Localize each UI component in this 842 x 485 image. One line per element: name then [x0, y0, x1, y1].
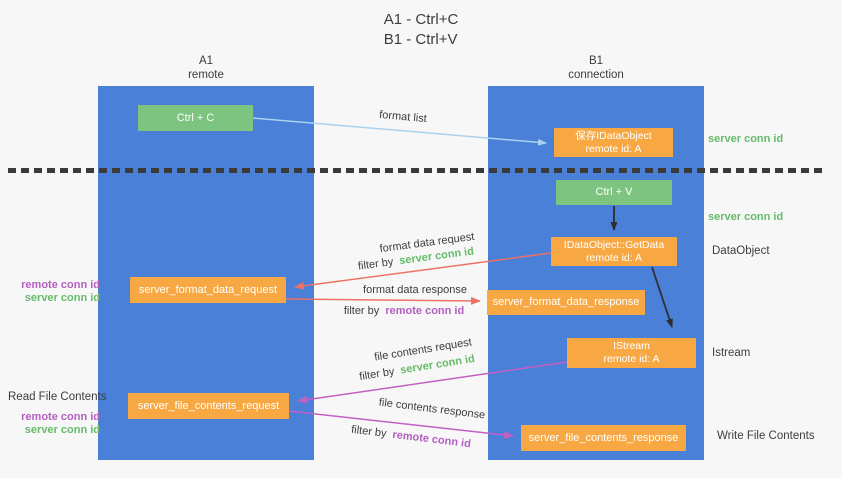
read-file-contents-label: Read File Contents — [8, 391, 107, 403]
node-server-file-contents-request: server_file_contents_request — [128, 393, 289, 419]
node-file-resp-label: server_file_contents_response — [528, 431, 679, 444]
filter-by-text: filter by — [350, 423, 388, 440]
file-contents-response-label: file contents response — [378, 396, 486, 422]
lane-b-header: B1 connection — [488, 54, 704, 82]
node-server-file-contents-response: server_file_contents_response — [521, 425, 686, 451]
istream-label: Istream — [712, 347, 751, 359]
server-conn-id-label-right-2: server conn id — [708, 211, 784, 223]
dataobject-label: DataObject — [712, 245, 770, 257]
node-ctrl-v: Ctrl + V — [556, 180, 672, 205]
node-server-format-data-response: server_format_data_response — [487, 290, 645, 315]
node-ctrl-c: Ctrl + C — [138, 105, 253, 131]
bottom-edge-strip — [0, 478, 842, 485]
left-conn-id-pair-1: remote conn id server conn id — [0, 279, 100, 305]
node-istream: IStream remote id: A — [567, 338, 696, 368]
lane-a-subtitle: remote — [188, 69, 224, 81]
title-line-2: B1 - Ctrl+V — [383, 31, 458, 48]
lane-a-header: A1 remote — [98, 54, 314, 82]
lane-a-name: A1 — [198, 55, 214, 67]
node-istream-line1: IStream — [613, 340, 650, 352]
filter-by-text: filter by — [358, 365, 396, 384]
lane-b-name: B1 — [588, 55, 604, 67]
diagram-title: A1 - Ctrl+C B1 - Ctrl+V — [0, 10, 842, 50]
lane-b-subtitle: connection — [568, 69, 624, 81]
server-conn-id-label-right-1: server conn id — [708, 133, 784, 145]
filter-by-remote-conn-id-label-2: filter by remote conn id — [351, 424, 472, 451]
server-conn-id-label: server conn id — [24, 292, 100, 304]
node-save-idataobject: 保存IDataObject remote id: A — [554, 128, 673, 157]
filter-by-text: filter by — [343, 305, 380, 317]
filter-by-remote-conn-id-label-1: filter by remote conn id — [344, 305, 464, 317]
remote-conn-id-label: remote conn id — [21, 279, 100, 291]
remote-conn-id-label: remote conn id — [21, 411, 100, 423]
remote-conn-id-text: remote conn id — [391, 428, 472, 451]
node-ctrl-c-label: Ctrl + C — [176, 111, 215, 124]
node-file-req-label: server_file_contents_request — [137, 399, 280, 412]
node-getdata-line2: remote id: A — [585, 251, 643, 264]
node-istream-line2: remote id: A — [603, 353, 660, 365]
format-data-response-label: format data response — [363, 284, 467, 296]
node-ctrl-v-label: Ctrl + V — [595, 186, 633, 198]
server-conn-id-label: server conn id — [24, 424, 100, 436]
write-file-contents-label: Write File Contents — [717, 430, 815, 442]
format-list-label: format list — [378, 108, 428, 126]
node-format-resp-label: server_format_data_response — [492, 296, 640, 308]
node-idataobject-getdata: IDataObject::GetData remote id: A — [551, 237, 677, 266]
node-server-format-data-request: server_format_data_request — [130, 277, 286, 303]
node-getdata-line1: IDataObject::GetData — [563, 238, 665, 251]
format-data-response-arrow — [285, 296, 481, 305]
title-line-1: A1 - Ctrl+C — [383, 11, 459, 28]
filter-by-text: filter by — [357, 256, 395, 273]
dotted-divider-line — [8, 168, 824, 173]
node-save-line1: 保存IDataObject — [575, 129, 652, 142]
node-format-req-label: server_format_data_request — [138, 283, 278, 296]
left-conn-id-pair-2: remote conn id server conn id — [0, 411, 100, 437]
node-save-line2: remote id: A — [585, 142, 642, 155]
remote-conn-id-text: remote conn id — [385, 305, 465, 317]
